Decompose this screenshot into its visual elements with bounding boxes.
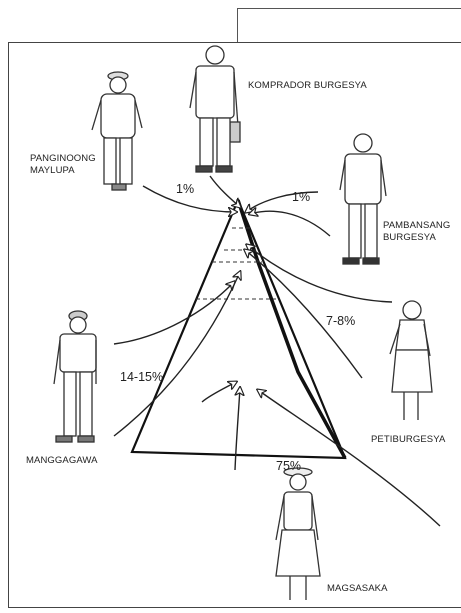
label-manggagawa: MANGGAGAWA xyxy=(26,455,98,467)
percent-pambansang: 1% xyxy=(292,190,310,204)
figure-panginoong-maylupa xyxy=(92,72,142,190)
percent-petiburgesya: 7-8% xyxy=(326,314,355,328)
arrow-manggagawa-2 xyxy=(114,272,240,436)
arrow-komprador xyxy=(210,176,240,207)
arrow-inner xyxy=(202,382,236,402)
figure-petiburgesya xyxy=(390,301,432,420)
label-panginoong-line1: PANGINOONG xyxy=(30,153,96,165)
figure-magsasaka xyxy=(276,468,320,600)
percent-manggagawa: 14-15% xyxy=(120,370,163,384)
percent-magsasaka: 75% xyxy=(276,459,301,473)
label-petiburgesya: PETIBURGESYA xyxy=(371,434,445,446)
arrow-manggagawa-1 xyxy=(114,282,234,344)
arrow-pambansang-2 xyxy=(250,211,330,236)
label-magsasaka: MAGSASAKA xyxy=(327,583,388,595)
percent-panginoong: 1% xyxy=(176,182,194,196)
label-pambansang-line1: PAMBANSANG xyxy=(383,220,450,232)
label-komprador-burgesya: KOMPRADOR BURGESYA xyxy=(248,80,367,92)
figure-pambansang-burgesya xyxy=(340,134,386,264)
arrow-magsasaka-1 xyxy=(235,388,240,470)
label-pambansang-line2: BURGESYA xyxy=(383,232,436,244)
figure-komprador-burgesya xyxy=(190,46,240,172)
label-panginoong-line2: MAYLUPA xyxy=(30,165,75,177)
figure-manggagawa xyxy=(54,311,96,442)
